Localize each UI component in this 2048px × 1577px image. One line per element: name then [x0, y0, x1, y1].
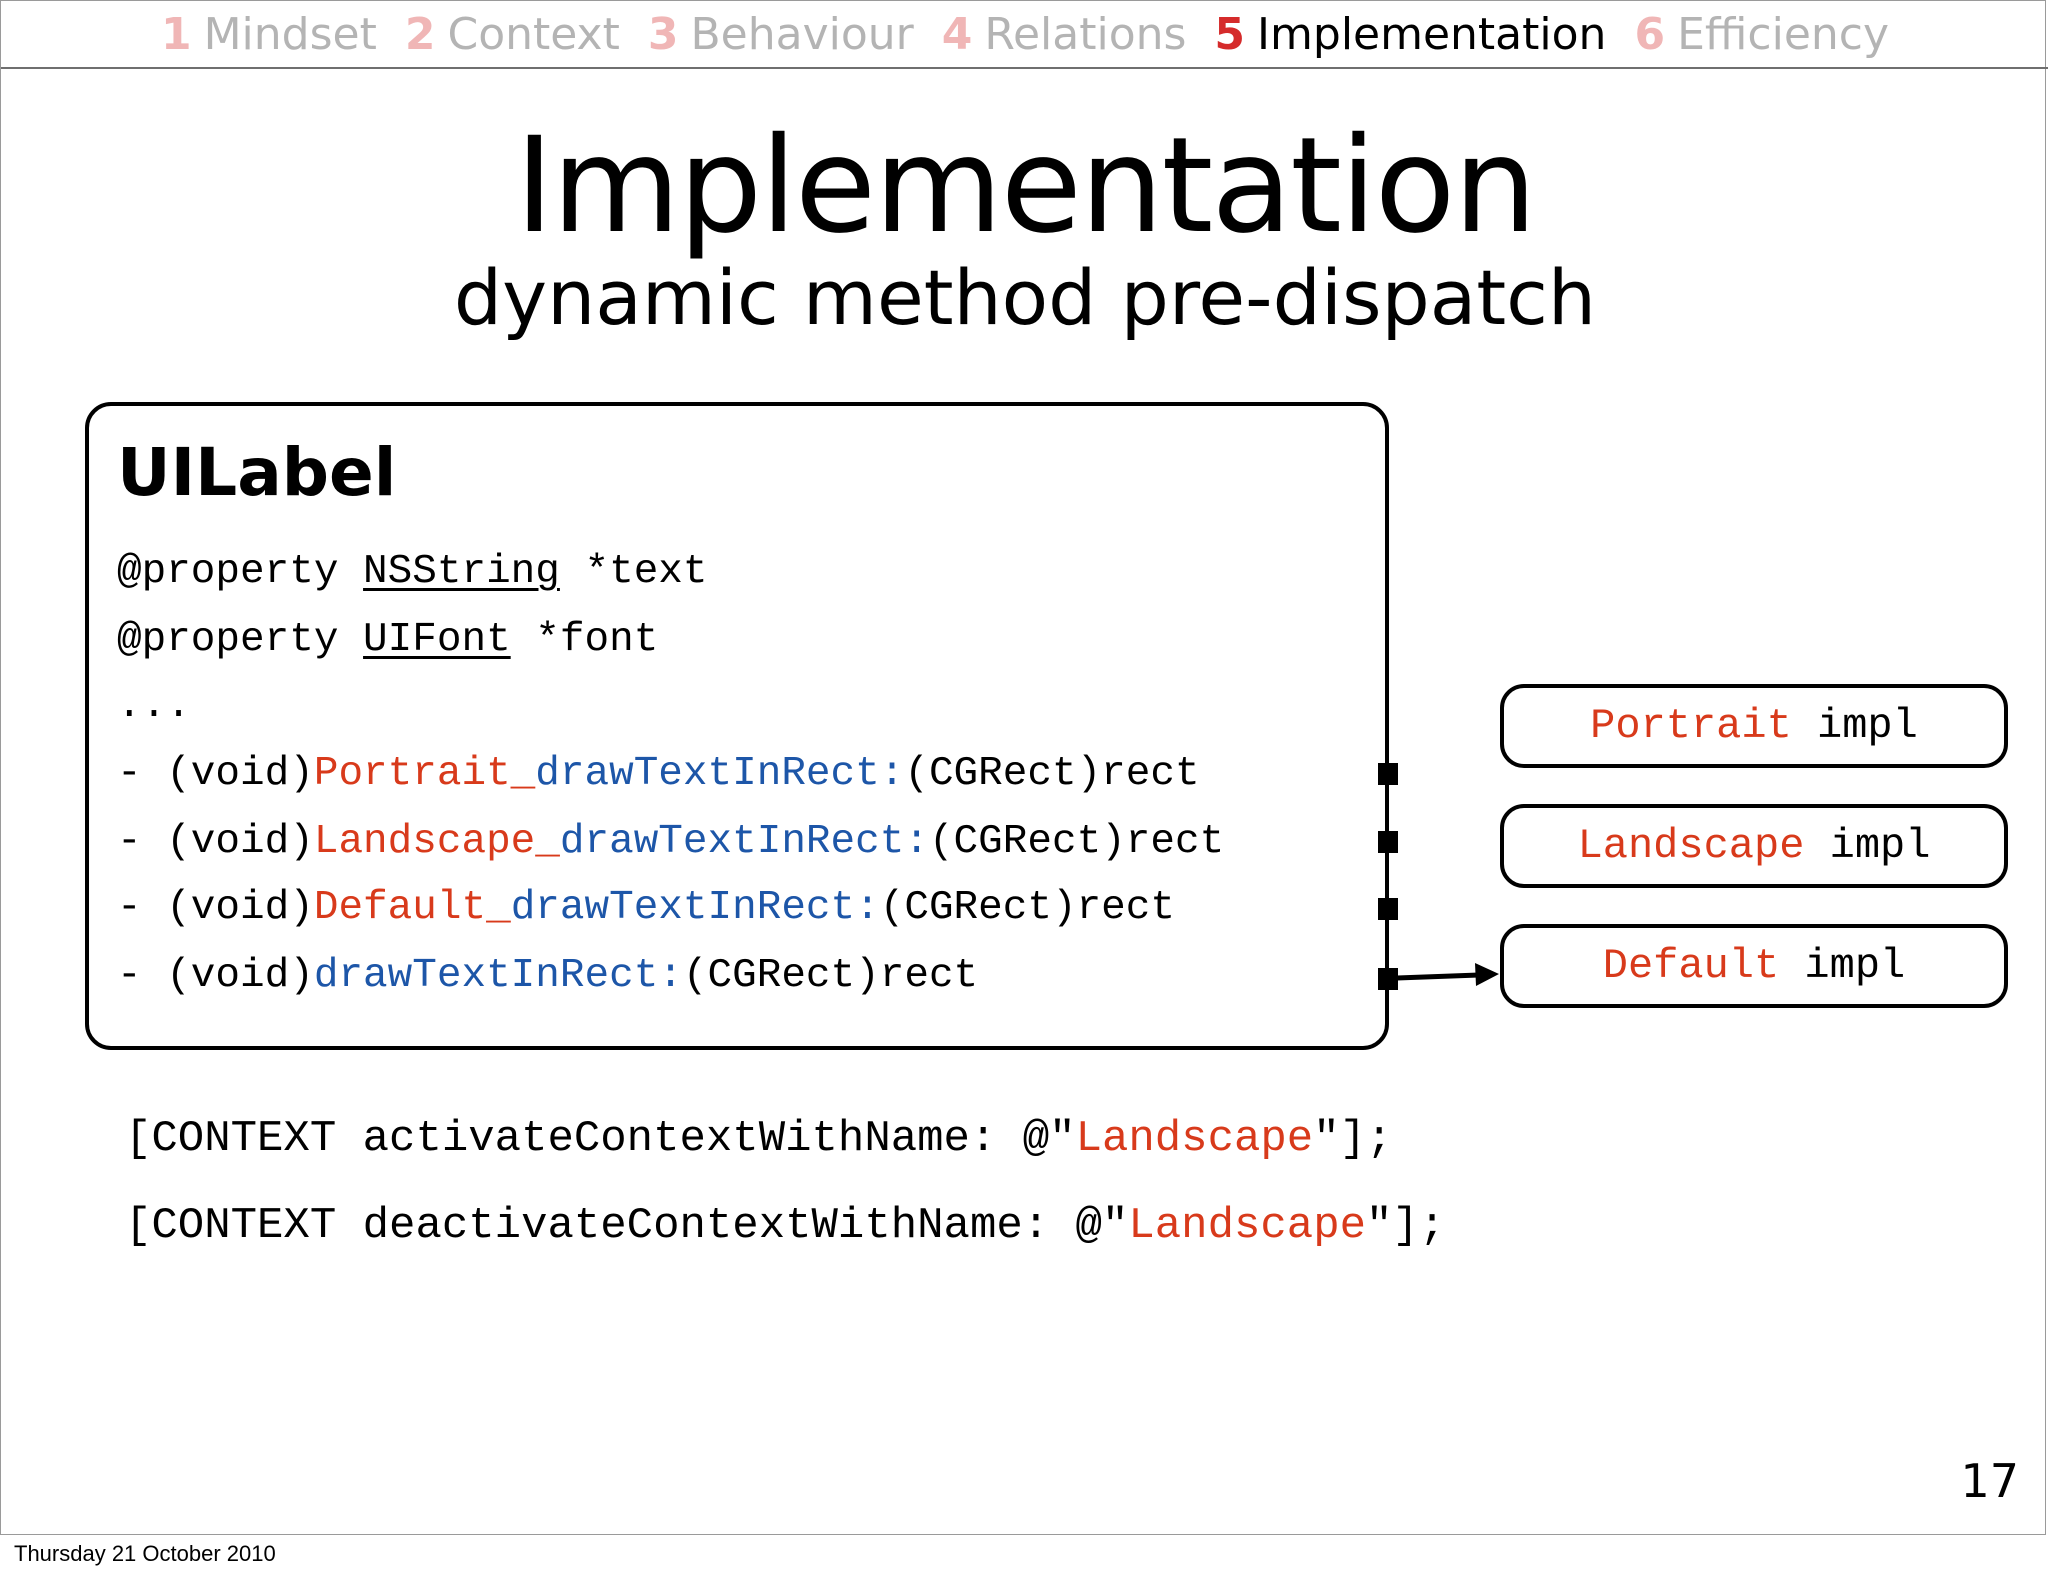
nav-label: Context — [447, 8, 620, 60]
slide-title: Implementation — [514, 109, 1537, 263]
nav-label: Relations — [984, 8, 1187, 60]
footer-date: Thursday 21 October 2010 — [14, 1541, 276, 1566]
call-prefix: [CONTEXT deactivateContextWithName: @" — [125, 1201, 1129, 1251]
nav-item-efficiency[interactable]: 6 Efficiency — [1634, 9, 1889, 60]
impl-box-landscape: Landscape impl — [1500, 804, 2008, 888]
arrow-head — [1475, 963, 1499, 986]
nav-item-behaviour[interactable]: 3 Behaviour — [648, 9, 914, 60]
impl-context: Portrait — [1590, 702, 1792, 750]
arrow-line — [1396, 972, 1480, 981]
property-line: @property NSString *text — [117, 547, 708, 597]
method-prefix: - (void) — [117, 953, 314, 999]
method-params: (CGRect)rect — [904, 751, 1200, 797]
nav-number: 5 — [1214, 8, 1246, 60]
method-selector: drawTextInRect: — [313, 953, 683, 999]
call-argument: Landscape — [1128, 1201, 1367, 1251]
property-type: NSString — [363, 549, 560, 595]
method-port — [1378, 831, 1398, 853]
property-type: UIFont — [363, 617, 511, 663]
property-name: *font — [510, 617, 659, 663]
nav-label: Implementation — [1257, 8, 1607, 60]
nav-label: Behaviour — [690, 8, 914, 60]
class-name: UILabel — [117, 434, 397, 511]
nav-item-mindset[interactable]: 1 Mindset — [161, 9, 377, 60]
call-prefix: [CONTEXT activateContextWithName: @" — [125, 1114, 1076, 1164]
property-keyword: @property — [117, 549, 364, 595]
method-params: (CGRect)rect — [682, 953, 979, 999]
impl-suffix: impl — [1779, 942, 1906, 990]
nav-number: 6 — [1634, 8, 1666, 60]
impl-box-portrait: Portrait impl — [1500, 684, 2008, 768]
call-suffix: "]; — [1313, 1114, 1393, 1164]
method-prefix: - (void) — [117, 751, 314, 797]
nav-item-context[interactable]: 2 Context — [405, 9, 620, 60]
nav-number: 1 — [160, 8, 192, 60]
method-line: - (void)Portrait_drawTextInRect:(CGRect)… — [117, 749, 1200, 799]
method-context: Default_ — [313, 885, 511, 931]
activate-call: [CONTEXT activateContextWithName: @"Land… — [125, 1112, 1392, 1166]
call-suffix: "]; — [1366, 1201, 1446, 1251]
impl-context: Landscape — [1577, 822, 1805, 870]
section-nav: 1 Mindset 2 Context 3 Behaviour 4 Relati… — [1, 1, 2048, 67]
method-context: Landscape_ — [313, 819, 560, 865]
impl-box-default: Default impl — [1500, 924, 2008, 1008]
method-port — [1378, 968, 1398, 990]
method-line: - (void)Default_drawTextInRect:(CGRect)r… — [117, 883, 1175, 933]
nav-number: 2 — [404, 8, 436, 60]
method-line: - (void)drawTextInRect:(CGRect)rect — [117, 951, 978, 1001]
page-number: 17 — [1960, 1454, 2019, 1508]
ellipsis-line: ... — [117, 683, 191, 729]
method-selector: drawTextInRect: — [510, 885, 880, 931]
method-params: (CGRect)rect — [928, 819, 1225, 865]
nav-item-relations[interactable]: 4 Relations — [942, 9, 1187, 60]
property-line: @property UIFont *font — [117, 615, 658, 665]
deactivate-call: [CONTEXT deactivateContextWithName: @"La… — [125, 1199, 1445, 1253]
method-params: (CGRect)rect — [879, 885, 1175, 931]
nav-number: 3 — [647, 8, 679, 60]
impl-suffix: impl — [1804, 822, 1931, 870]
nav-item-implementation[interactable]: 5 Implementation — [1214, 9, 1606, 60]
method-selector: drawTextInRect: — [535, 751, 905, 797]
property-name: *text — [559, 549, 708, 595]
slide: 1 Mindset 2 Context 3 Behaviour 4 Relati… — [0, 0, 2048, 1535]
method-prefix: - (void) — [117, 819, 314, 865]
slide-subtitle: dynamic method pre-dispatch — [453, 253, 1597, 342]
method-context: Portrait_ — [313, 751, 536, 797]
method-line: - (void)Landscape_drawTextInRect:(CGRect… — [117, 817, 1224, 867]
nav-number: 4 — [941, 8, 973, 60]
class-box — [85, 402, 1389, 1050]
call-argument: Landscape — [1075, 1114, 1314, 1164]
property-keyword: @property — [117, 617, 364, 663]
impl-context: Default — [1602, 942, 1780, 990]
method-selector: drawTextInRect: — [559, 819, 929, 865]
method-port — [1378, 763, 1398, 785]
nav-label: Mindset — [203, 8, 377, 60]
nav-divider — [1, 67, 2048, 69]
method-port — [1378, 898, 1398, 920]
nav-label: Efficiency — [1677, 8, 1890, 60]
method-prefix: - (void) — [117, 885, 314, 931]
impl-suffix: impl — [1791, 702, 1918, 750]
